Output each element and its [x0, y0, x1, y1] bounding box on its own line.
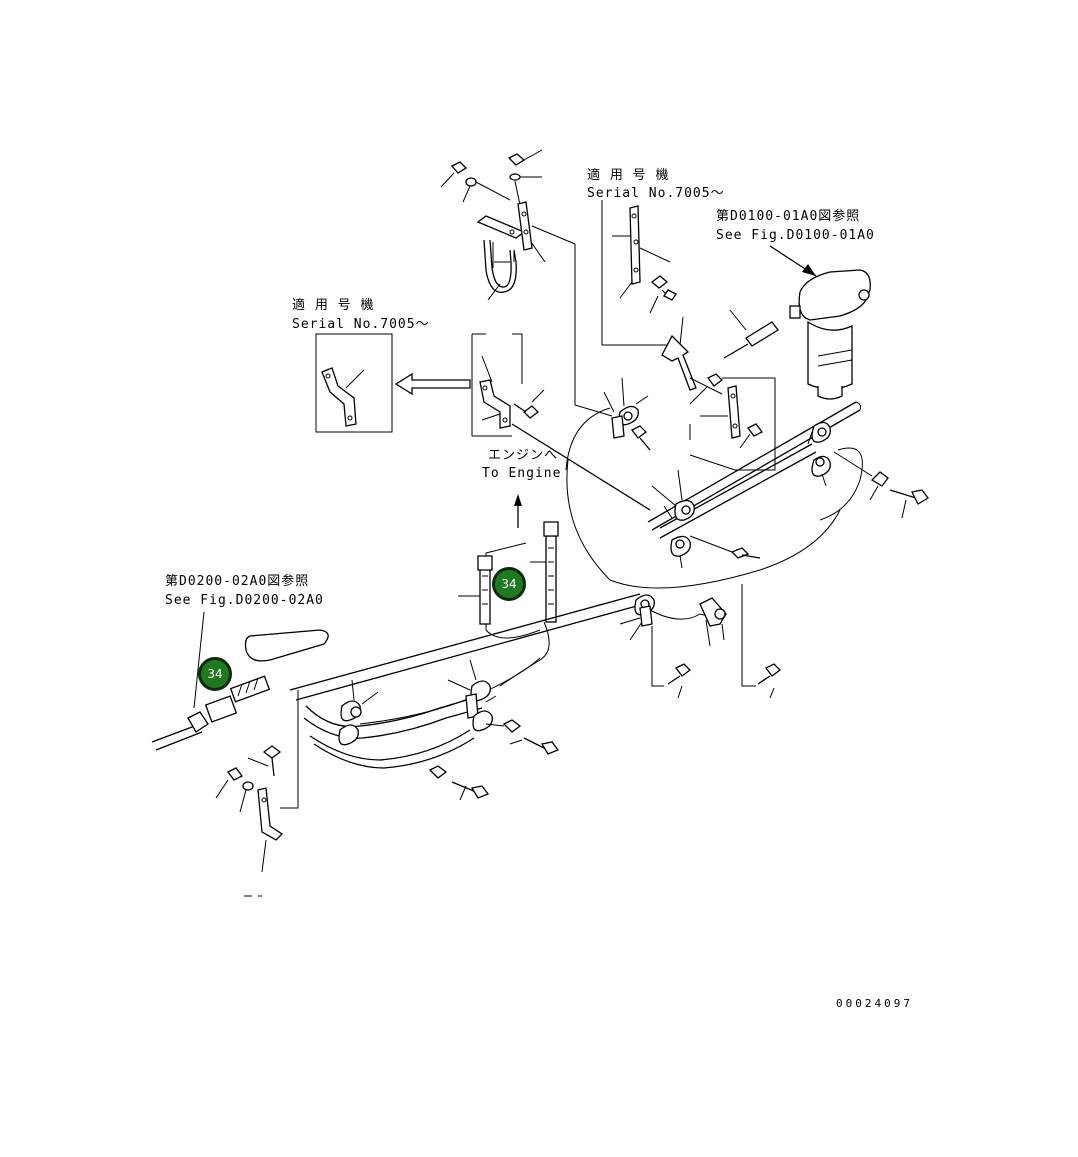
arrow-up-serial — [661, 334, 697, 391]
serial-note-left-jp: 適 用 号 機 — [292, 298, 375, 313]
serial-box-left — [315, 333, 393, 433]
part-callout-34-fitting[interactable]: 34 — [198, 657, 232, 691]
drawing-number: 00024097 — [836, 997, 913, 1010]
part-callout-34-hose[interactable]: 34 — [492, 567, 526, 601]
reference-right-en: See Fig.D0100-01A0 — [716, 228, 875, 243]
serial-note-top-jp: 適 用 号 機 — [587, 168, 670, 183]
serial-note-top-en: Serial No.7005～ — [587, 186, 725, 201]
left-fitting — [151, 611, 271, 751]
cross-tubes — [511, 377, 841, 589]
to-engine-en: To Engine — [482, 466, 562, 481]
arrow-left-serial — [394, 372, 471, 396]
serial-note-left-en: Serial No.7005～ — [292, 317, 430, 332]
lower-left-tubes — [244, 629, 560, 809]
bracket-box-right — [689, 377, 776, 471]
fuel-filter — [689, 245, 871, 405]
clip-bracket-box — [471, 333, 545, 437]
bottom-left-bracket — [215, 745, 284, 897]
serial-box-top — [601, 200, 684, 346]
lower-long-tube — [289, 584, 781, 701]
to-engine-arrow — [514, 494, 522, 528]
reference-left-en: See Fig.D0200-02A0 — [165, 593, 324, 608]
upper-tube-assembly — [647, 401, 929, 569]
top-ubolt-bracket — [440, 149, 613, 417]
to-engine-jp: エンジンへ — [488, 448, 559, 463]
reference-right-jp: 第D0100-01A0図参照 — [716, 209, 861, 224]
hose-group — [458, 521, 559, 687]
reference-left-jp: 第D0200-02A0図参照 — [165, 574, 310, 589]
